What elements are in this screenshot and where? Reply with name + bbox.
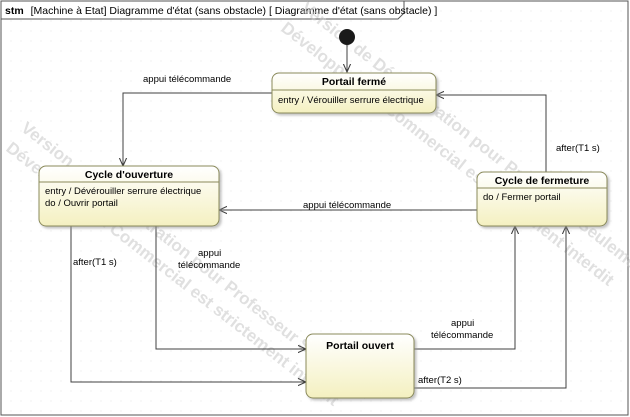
transition-ouvert-to-fermeture-after[interactable] — [414, 226, 566, 389]
state-portail-ferme[interactable]: Portail fermé entry / Vérouiller serrure… — [271, 72, 437, 114]
label-ouverture-to-ouvert-after: after(T1 s) — [73, 257, 117, 268]
label-fermeture-to-ferme: after(T1 s) — [556, 143, 600, 154]
label-ouvert-to-fermeture-appui-2: télécommande — [431, 330, 493, 341]
label-ouvert-to-fermeture-appui-1: appui — [451, 318, 474, 329]
state-cycle-ouverture-entry: entry / Dévérouiller serrure électrique — [45, 186, 201, 197]
frame-title-tab: stm [Machine à Etat] Diagramme d'état (s… — [0, 0, 437, 20]
transition-ferme-to-ouverture[interactable] — [123, 92, 272, 166]
label-ouvert-to-fermeture-after: after(T2 s) — [418, 375, 462, 386]
label-ouverture-to-ouvert-appui-2: télécommande — [178, 260, 240, 271]
state-cycle-ouverture-do: do / Ouvrir portail — [45, 198, 118, 209]
frame-keyword: stm — [5, 5, 24, 17]
transition-ouverture-to-ouvert-after[interactable] — [70, 226, 306, 382]
state-cycle-fermeture-name: Cycle de fermeture — [495, 175, 590, 187]
state-portail-ouvert-name: Portail ouvert — [326, 340, 394, 352]
label-fermeture-to-ouverture: appui télécommande — [303, 200, 391, 211]
frame-title-text: [Machine à Etat] Diagramme d'état (sans … — [31, 5, 438, 17]
state-cycle-ouverture-name: Cycle d'ouverture — [85, 169, 173, 181]
initial-state[interactable] — [339, 29, 355, 45]
state-portail-ouvert[interactable]: Portail ouvert — [305, 333, 415, 399]
label-ouverture-to-ouvert-appui-1: appui — [198, 248, 221, 259]
svg-text:stm [Machine à Etat] Dia: stm [Machine à Etat] Diagramme d'état (s… — [5, 5, 437, 17]
state-cycle-ouverture[interactable]: Cycle d'ouverture entry / Dévérouiller s… — [38, 165, 220, 227]
state-cycle-fermeture-do: do / Fermer portail — [483, 192, 561, 203]
transition-fermeture-to-ferme[interactable] — [436, 95, 547, 172]
state-cycle-fermeture[interactable]: Cycle de fermeture do / Fermer portail — [476, 171, 608, 227]
state-portail-ferme-entry: entry / Vérouiller serrure électrique — [278, 95, 424, 106]
transition-ouvert-to-fermeture-appui[interactable] — [414, 226, 515, 350]
label-ferme-to-ouverture: appui télécommande — [143, 74, 231, 85]
state-portail-ferme-name: Portail fermé — [322, 76, 386, 88]
transition-ouverture-to-ouvert-appui[interactable] — [155, 226, 306, 349]
